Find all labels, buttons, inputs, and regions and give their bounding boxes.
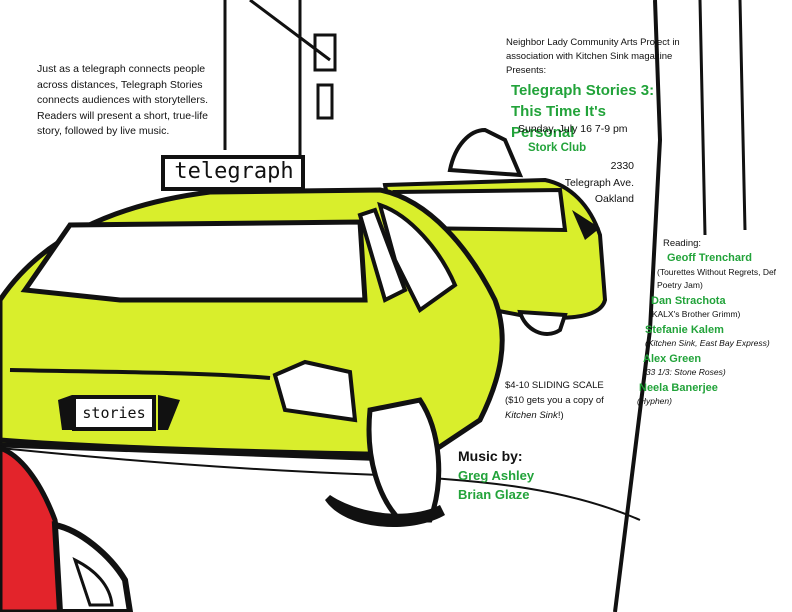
event-address: 2330 Telegraph Ave. Oakland xyxy=(564,160,634,205)
reader-note: (Tourettes Without Regrets, Def Poetry J… xyxy=(657,267,777,290)
front-taxi-side-window xyxy=(377,201,458,313)
music-act: Greg Ashley xyxy=(458,468,535,483)
event-title: Telegraph Stories 3: This Time It's Pers… xyxy=(511,82,655,141)
front-taxi-plate-bracket xyxy=(58,395,180,430)
price-scale: $4-10 SLIDING SCALE xyxy=(505,380,604,391)
reader-name: Stefanie Kalem xyxy=(645,324,724,336)
front-taxi-trunk-line xyxy=(9,368,271,380)
reader-name: Geoff Trenchard xyxy=(667,252,752,264)
reader-name: Dan Strachota xyxy=(651,295,726,307)
event-venue: Stork Club xyxy=(528,142,587,154)
reader-note: (Hyphen) xyxy=(637,396,672,406)
reader-note: (Kitchen Sink, East Bay Express) xyxy=(645,338,770,348)
price-offer-line2: Kitchen Sink!) xyxy=(505,408,604,423)
roof-sign-text: telegraph xyxy=(174,159,294,184)
license-plate-text: stories xyxy=(82,404,146,422)
reading-list: Reading: Geoff Trenchard (Tourettes With… xyxy=(637,238,782,408)
building-edge-line xyxy=(613,0,663,612)
window-outline xyxy=(313,33,337,120)
intro-paragraph: Just as a telegraph connects people acro… xyxy=(37,63,208,138)
front-taxi-license-plate xyxy=(72,395,156,431)
reader-note: (KALX's Brother Grimm) xyxy=(649,309,741,319)
front-taxi-roof-sign xyxy=(161,155,305,191)
red-car-hubcap xyxy=(72,557,114,607)
presenter-text: Neighbor Lady Community Arts Project in … xyxy=(506,37,680,76)
front-taxi-taillight xyxy=(272,359,358,423)
price-offer: ($10 gets you a copy of xyxy=(505,393,604,408)
price-magazine-name: Kitchen Sink xyxy=(505,410,558,421)
event-date: Sunday, July 16 7-9 pm xyxy=(518,123,628,135)
front-taxi-wheel-2 xyxy=(325,495,445,527)
reading-heading: Reading: xyxy=(663,238,702,249)
price-offer-end: !) xyxy=(557,410,564,421)
reader-name: Alex Green xyxy=(643,353,702,365)
front-taxi-rear-window xyxy=(20,219,368,303)
back-taxi-roof-light xyxy=(447,127,524,178)
red-car-wheel xyxy=(51,521,134,612)
music-heading: Music by: xyxy=(458,448,523,464)
right-building-line xyxy=(698,0,747,236)
price-info: $4-10 SLIDING SCALE ($10 gets you a copy… xyxy=(505,378,604,423)
reader-note: (33 1/3: Stone Roses) xyxy=(643,367,726,377)
back-taxi-mirror xyxy=(572,210,600,240)
front-taxi-wheel xyxy=(366,397,442,523)
front-taxi-side-window-2 xyxy=(357,207,408,303)
reader-name: Neela Banerjee xyxy=(639,382,718,394)
front-taxi-bumper xyxy=(0,437,421,458)
back-taxi-wheel xyxy=(517,309,568,336)
price-offer-text: ($10 gets you a copy of xyxy=(505,395,604,406)
music-act: Brian Glaze xyxy=(458,487,530,502)
street-line xyxy=(0,447,641,521)
music-section: Music by: Greg Ashley Brian Glaze xyxy=(458,448,534,502)
building-outline xyxy=(223,0,331,175)
